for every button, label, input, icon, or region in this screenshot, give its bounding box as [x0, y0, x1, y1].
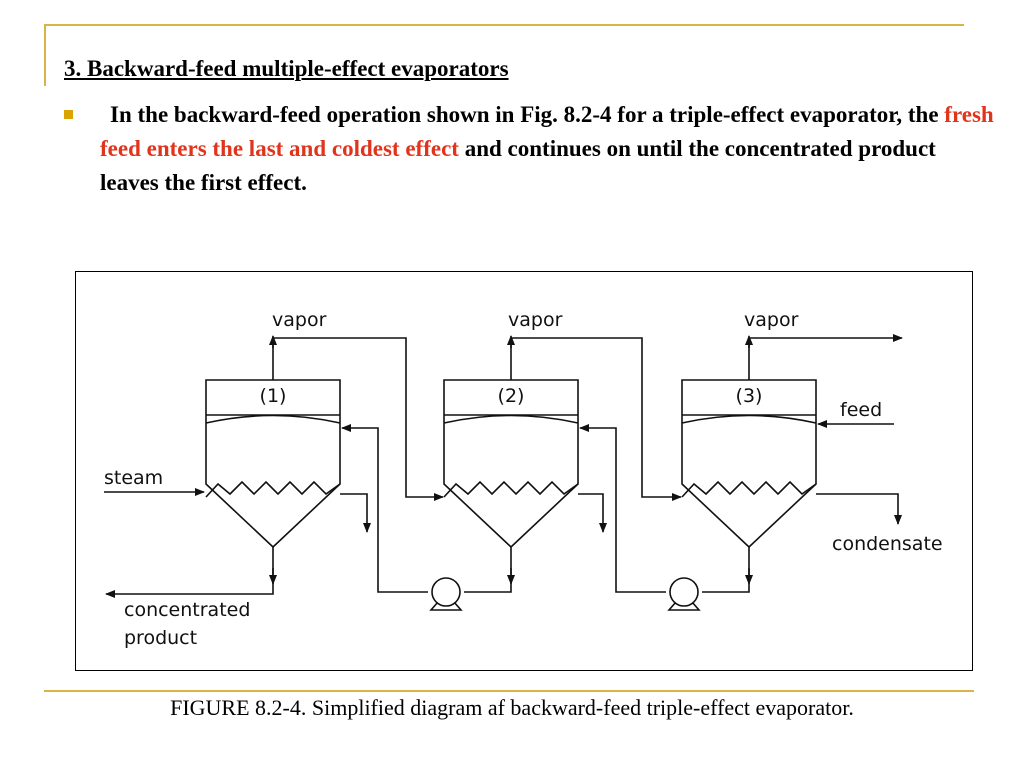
condensate-label: condensate [832, 533, 943, 555]
feed-label: feed [840, 399, 882, 421]
effect-2-label: (2) [498, 385, 525, 407]
figure-caption: FIGURE 8.2-4. Simplified diagram af back… [170, 695, 854, 720]
vapor-1-label: vapor [272, 309, 327, 331]
vapor-1-line [272, 337, 444, 501]
effect-2-vessel [443, 379, 579, 549]
slide-heading: 3. Backward-feed multiple-effect evapora… [64, 56, 509, 81]
effect-1-label: (1) [260, 385, 287, 407]
evaporator-diagram: vapor vapor vapor (1) (2) (3) steam feed… [75, 271, 973, 671]
vapor-3-label: vapor [744, 309, 799, 331]
pump-2-icon [667, 577, 701, 611]
bullet-text-start: In the backward-feed operation shown in … [110, 102, 945, 127]
effect-3-label: (3) [736, 385, 763, 407]
condensate-3-line [816, 493, 902, 525]
effect-1-vessel [205, 379, 341, 549]
evaporator-diagram-svg: vapor vapor vapor (1) (2) (3) steam feed… [104, 309, 943, 649]
vapor-2-label: vapor [508, 309, 563, 331]
caption-rule [44, 690, 974, 692]
product-line [105, 547, 274, 598]
transfer-3-to-2-return [579, 424, 666, 593]
condensate-1-line [340, 493, 371, 533]
bullet-paragraph: In the backward-feed operation shown in … [100, 98, 1000, 200]
transfer-3-to-2-line [702, 547, 750, 593]
bullet-square-icon [64, 110, 73, 119]
product-label-line1: concentrated [124, 599, 250, 621]
steam-label: steam [104, 467, 163, 489]
transfer-2-to-1-line [464, 547, 512, 593]
vapor-3-line [748, 334, 903, 380]
transfer-2-to-1-return [341, 424, 428, 593]
frame-top-rule [44, 24, 964, 26]
effect-3-vessel [681, 379, 817, 549]
vapor-2-line [510, 337, 682, 501]
condensate-2-line [578, 493, 607, 533]
pump-1-icon [429, 577, 463, 611]
bullet-highlight: fresh feed enters the last and coldest e… [100, 102, 994, 161]
bullet-text-end: and continues on until the concentrated … [100, 136, 936, 195]
frame-left-rule [44, 24, 46, 86]
product-label-line2: product [124, 627, 197, 649]
